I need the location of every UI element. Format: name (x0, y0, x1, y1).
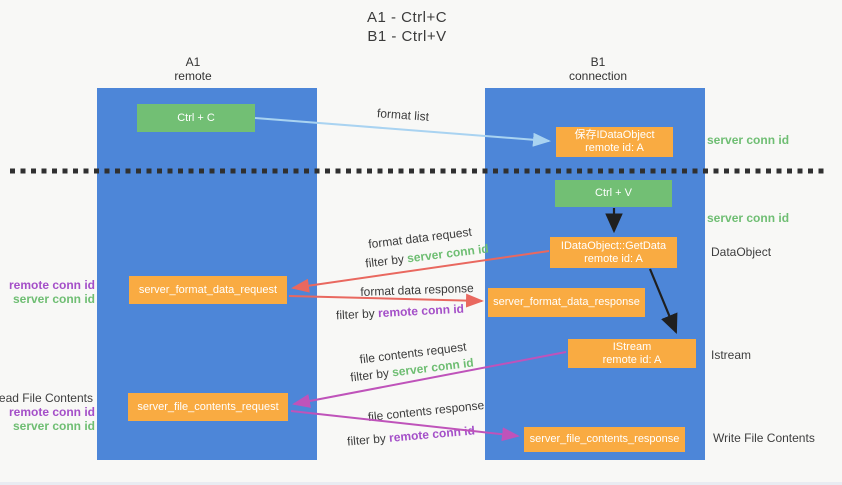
idataobject-getdata-remote-id: remote id: A (584, 252, 643, 265)
server-file-contents-response-box: server_file_contents_response (524, 427, 685, 452)
file-contents-response-label: file contents response (367, 397, 485, 425)
ctrl-v-box: Ctrl + V (555, 180, 672, 207)
istream-remote-id: remote id: A (602, 353, 662, 366)
server-conn-id-text: server conn id (12, 419, 95, 433)
idataobject-getdata-box: IDataObject::GetData remote id: A (550, 237, 677, 268)
filter-by-text: filter by (335, 306, 376, 323)
format-list-label: format list (376, 106, 430, 124)
server-file-contents-response-label: server_file_contents_response (529, 433, 680, 445)
write-file-contents-annotation: Write File Contents (713, 431, 815, 445)
ctrl-v-label: Ctrl + V (595, 187, 632, 199)
lifeline-a1-role: remote (174, 69, 212, 83)
filter-by-text: filter by (364, 251, 405, 271)
read-file-contents-annotation: Read File Contents (0, 391, 93, 405)
server-conn-id-annotation-2: server conn id (707, 211, 790, 225)
title-line-1: A1 - Ctrl+C (366, 9, 448, 26)
remote-conn-id-text: remote conn id (8, 405, 95, 419)
lifeline-header-b1: B1 connection (487, 55, 709, 83)
bottom-edge-line (0, 482, 842, 485)
server-file-contents-request-box: server_file_contents_request (128, 393, 288, 421)
server-format-data-response-label: server_format_data_response (493, 296, 640, 308)
filter-by-text: filter by (349, 365, 390, 385)
server-file-contents-request-label: server_file_contents_request (137, 400, 279, 413)
filter-by-text: filter by (346, 431, 387, 449)
filter-by-remote-conn-id-label-1: filter by remote conn id (320, 301, 481, 323)
lifeline-b1-role: connection (568, 69, 628, 83)
lifeline-b1-name: B1 (590, 55, 606, 69)
server-conn-id-annotation-1: server conn id (707, 133, 790, 147)
idataobject-getdata-label: IDataObject::GetData (560, 239, 667, 252)
server-format-data-request-label: server_format_data_request (138, 283, 278, 296)
ctrl-c-label: Ctrl + C (177, 111, 215, 124)
istream-label: IStream (612, 340, 652, 353)
remote-conn-id-text: remote conn id (377, 301, 465, 321)
istream-annotation: Istream (711, 348, 752, 362)
title-line-2: B1 - Ctrl+V (367, 28, 447, 45)
format-data-response-label: format data response (360, 281, 474, 299)
dataobject-annotation: DataObject (711, 245, 772, 259)
remote-conn-id-text: remote conn id (388, 423, 476, 445)
istream-box: IStream remote id: A (568, 339, 696, 368)
save-idataobject-remote-id: remote id: A (585, 142, 644, 154)
server-format-data-response-box: server_format_data_response (488, 288, 645, 317)
lifeline-header-a1: A1 remote (87, 55, 299, 83)
lifeline-a1-name: A1 (185, 55, 201, 69)
conn-id-annotation-pair-1: remote conn id server conn id (9, 278, 95, 306)
save-idataobject-label: 保存IDataObject (574, 129, 655, 141)
remote-conn-id-text: remote conn id (8, 278, 95, 292)
conn-id-annotation-pair-2: remote conn id server conn id (9, 405, 95, 433)
save-idataobject-box: 保存IDataObject remote id: A (556, 127, 673, 157)
server-format-data-request-box: server_format_data_request (129, 276, 287, 304)
diagram-title: A1 - Ctrl+C B1 - Ctrl+V (0, 8, 814, 46)
filter-by-remote-conn-id-label-2: filter by remote conn id (331, 422, 492, 450)
ctrl-c-box: Ctrl + C (137, 104, 255, 132)
server-conn-id-text: server conn id (12, 292, 95, 306)
